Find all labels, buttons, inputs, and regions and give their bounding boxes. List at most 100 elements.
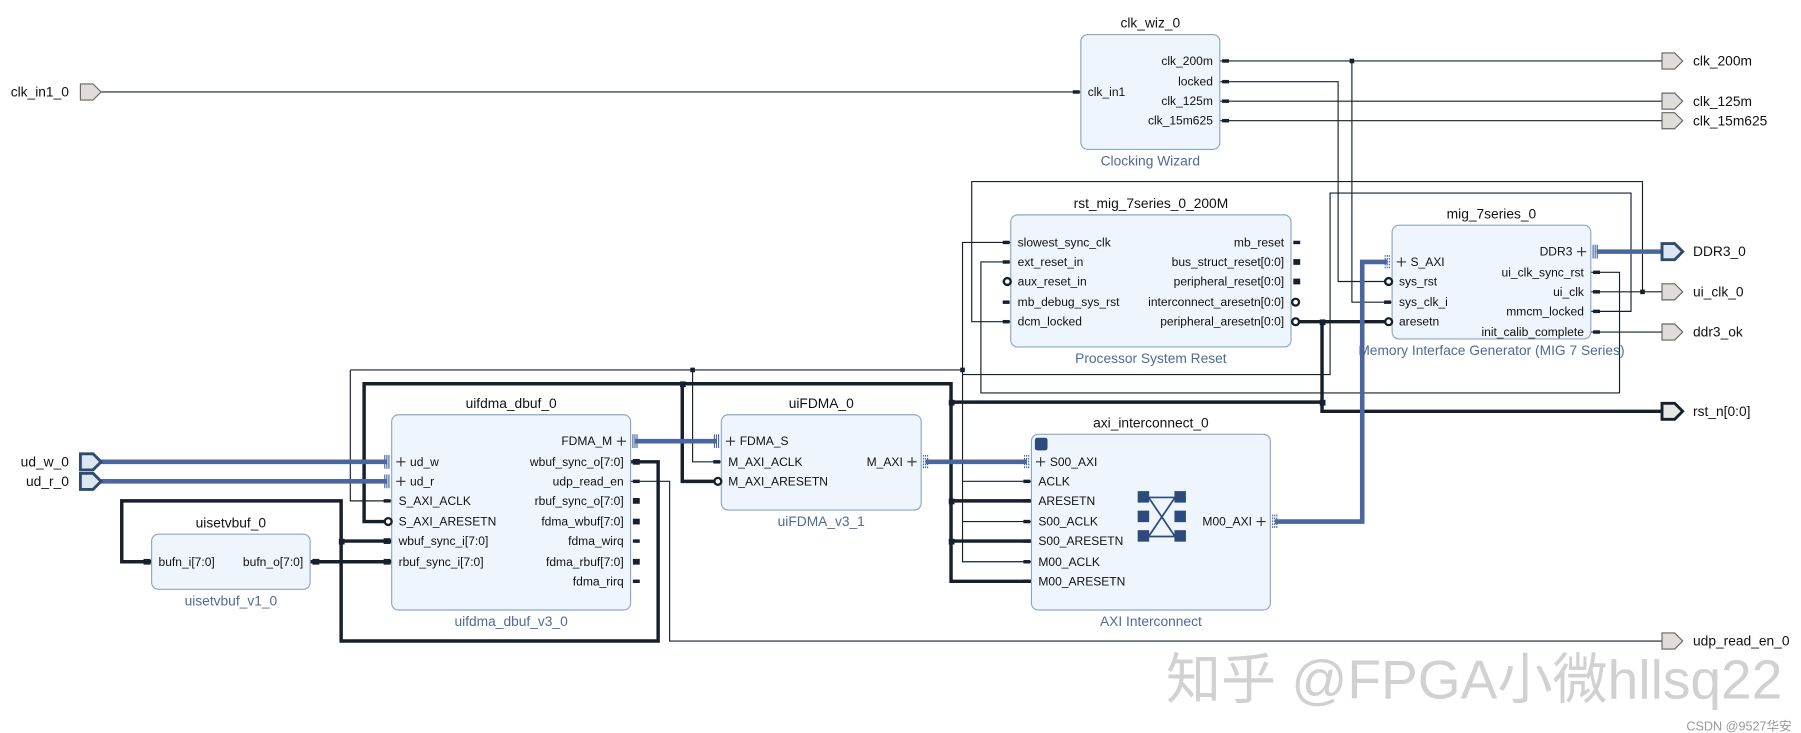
- port-wbuf-sync-i[interactable]: wbuf_sync_i[7:0]: [383, 534, 489, 548]
- port-sys-clk-i[interactable]: sys_clk_i: [1384, 295, 1448, 309]
- port-fdma-s[interactable]: FDMA_S: [713, 434, 789, 448]
- port-fdma-wirq[interactable]: fdma_wirq: [568, 534, 640, 548]
- net-aresetn-top[interactable]: [362, 382, 953, 524]
- port-aclk[interactable]: ACLK: [1023, 474, 1070, 488]
- external-port-udp-read-en-0[interactable]: udp_read_en_0: [1661, 632, 1790, 650]
- external-port-clk-15m625[interactable]: clk_15m625: [1661, 112, 1768, 130]
- bus-m00-axi[interactable]: [1274, 259, 1388, 524]
- external-port-rst-n[interactable]: rst_n[0:0]: [1660, 401, 1750, 421]
- net-sys-clk[interactable]: [1351, 60, 1393, 303]
- net-rst-n[interactable]: [1320, 321, 1663, 414]
- expand-plus-icon[interactable]: [1396, 257, 1406, 267]
- port-peripheral-aresetn[interactable]: peripheral_aresetn[0:0]: [1160, 315, 1301, 329]
- port-wbuf-sync-o[interactable]: wbuf_sync_o[7:0]: [529, 455, 640, 469]
- port-aresetn[interactable]: aresetn: [1384, 315, 1439, 329]
- port-m00-aresetn[interactable]: M00_ARESETN: [1023, 574, 1125, 588]
- port-fdma-m[interactable]: FDMA_M: [561, 434, 638, 448]
- external-port-clk-125m[interactable]: clk_125m: [1661, 92, 1752, 110]
- port-mb-debug-sys-rst[interactable]: mb_debug_sys_rst: [1002, 295, 1120, 309]
- expand-plus-icon[interactable]: [1256, 516, 1266, 527]
- net-aresetn-bus[interactable]: [949, 400, 1323, 584]
- external-port-clk-in1-0[interactable]: clk_in1_0: [11, 83, 102, 101]
- port-ud-w[interactable]: ud_w: [384, 455, 439, 469]
- port-init-calib-complete[interactable]: init_calib_complete: [1481, 325, 1600, 339]
- net-aresetn-fdma[interactable]: [680, 383, 722, 484]
- port-ud-r[interactable]: ud_r: [384, 474, 434, 488]
- port-s-axi-aclk[interactable]: S_AXI_ACLK: [383, 494, 471, 508]
- port-m-axi-aclk[interactable]: M_AXI_ACLK: [713, 455, 803, 469]
- port-bus-struct-reset[interactable]: bus_struct_reset[0:0]: [1172, 255, 1301, 269]
- port-rbuf-sync-o[interactable]: rbuf_sync_o[7:0]: [535, 494, 640, 508]
- block-body[interactable]: [1030, 433, 1271, 611]
- port-rbuf-sync-i[interactable]: rbuf_sync_i[7:0]: [383, 555, 484, 569]
- port-bufn-i[interactable]: bufn_i[7:0]: [143, 555, 215, 569]
- net-aclk-dbuf[interactable]: [349, 369, 392, 502]
- external-port-ud-w-0[interactable]: ud_w_0: [21, 452, 104, 472]
- port-ddr3[interactable]: DDR3: [1540, 245, 1598, 259]
- net-mmcm-locked[interactable]: [962, 192, 1632, 376]
- port-ui-clk[interactable]: ui_clk: [1553, 285, 1600, 299]
- block-body[interactable]: [151, 533, 311, 590]
- net-aclk-fdma[interactable]: [692, 369, 722, 463]
- port-clk-in1[interactable]: clk_in1: [1072, 85, 1126, 99]
- expand-plus-icon[interactable]: [396, 457, 406, 467]
- expand-plus-icon[interactable]: [907, 457, 917, 467]
- port-mb-reset[interactable]: mb_reset: [1234, 235, 1301, 249]
- port-ext-reset-in[interactable]: ext_reset_in: [1002, 255, 1084, 269]
- expand-plus-icon[interactable]: [1036, 457, 1046, 467]
- port-m-axi[interactable]: M_AXI: [867, 455, 929, 469]
- port-sys-rst[interactable]: sys_rst: [1384, 275, 1438, 289]
- port-fdma-rbuf[interactable]: fdma_rbuf[7:0]: [546, 555, 640, 569]
- port-peripheral-reset[interactable]: peripheral_reset[0:0]: [1174, 275, 1301, 289]
- port-fdma-rirq[interactable]: fdma_rirq: [573, 574, 640, 588]
- port-s00-aclk[interactable]: S00_ACLK: [1023, 515, 1098, 529]
- expand-plus-icon[interactable]: [616, 436, 626, 446]
- net-udp-read-en[interactable]: [630, 480, 1663, 642]
- port-fdma-wbuf[interactable]: fdma_wbuf[7:0]: [541, 515, 640, 529]
- expand-plus-icon[interactable]: [396, 476, 406, 486]
- net-ui-clk-loop[interactable]: [971, 181, 1644, 323]
- port-s00-axi[interactable]: S00_AXI: [1023, 455, 1098, 469]
- block-dbuf[interactable]: uifdma_dbuf_0uifdma_dbuf_v3_0ud_wud_rS_A…: [383, 396, 640, 629]
- net-setvbuf-in[interactable]: [120, 499, 343, 564]
- port-locked[interactable]: locked: [1178, 75, 1229, 89]
- port-clk-200m[interactable]: clk_200m: [1161, 54, 1229, 68]
- port-aresetn[interactable]: ARESETN: [1023, 494, 1095, 508]
- block-body[interactable]: [391, 414, 632, 611]
- port-interconnect-aresetn[interactable]: interconnect_aresetn[0:0]: [1148, 295, 1301, 309]
- port-aux-reset-in[interactable]: aux_reset_in: [1002, 275, 1087, 289]
- port-dcm-locked[interactable]: dcm_locked: [1002, 315, 1082, 329]
- port-ui-clk-sync-rst[interactable]: ui_clk_sync_rst: [1502, 265, 1600, 279]
- port-udp-read-en[interactable]: udp_read_en: [553, 474, 640, 488]
- block-body[interactable]: [1080, 33, 1221, 150]
- external-port-ddr3-0[interactable]: DDR3_0: [1660, 242, 1746, 262]
- port-bufn-o[interactable]: bufn_o[7:0]: [243, 555, 320, 569]
- block-fdma[interactable]: uiFDMA_0uiFDMA_v3_1FDMA_SM_AXI_ACLKM_AXI…: [713, 396, 929, 529]
- port-mmcm-locked[interactable]: mmcm_locked: [1506, 304, 1600, 318]
- port-slowest-sync-clk[interactable]: slowest_sync_clk: [1002, 235, 1112, 249]
- port-m00-axi[interactable]: M00_AXI: [1202, 515, 1278, 529]
- expand-icon[interactable]: [1034, 437, 1048, 451]
- net-ui-clk-sync-rst[interactable]: [980, 261, 1621, 394]
- expand-plus-icon[interactable]: [1577, 247, 1587, 257]
- port-clk-15m625[interactable]: clk_15m625: [1148, 114, 1229, 128]
- active-low-icon: [1384, 276, 1394, 287]
- port-s00-aresetn[interactable]: S00_ARESETN: [1023, 534, 1123, 548]
- net-wbuf-sync[interactable]: [339, 460, 660, 643]
- external-port-ui-clk-0[interactable]: ui_clk_0: [1661, 283, 1744, 301]
- block-setv[interactable]: uisetvbuf_0uisetvbuf_v1_0bufn_i[7:0]bufn…: [143, 515, 320, 608]
- external-port-ud-r-0[interactable]: ud_r_0: [26, 471, 104, 491]
- port-m-axi-aresetn[interactable]: M_AXI_ARESETN: [713, 474, 828, 488]
- external-port-ddr3-ok[interactable]: ddr3_ok: [1661, 323, 1743, 341]
- expand-plus-icon[interactable]: [725, 436, 736, 446]
- port-clk-125m[interactable]: clk_125m: [1161, 94, 1229, 108]
- external-port-clk-200m[interactable]: clk_200m: [1661, 52, 1752, 70]
- block-body[interactable]: [720, 414, 922, 511]
- port-s-axi-aresetn[interactable]: S_AXI_ARESETN: [383, 515, 497, 529]
- port-m00-aclk[interactable]: M00_ACLK: [1023, 555, 1100, 569]
